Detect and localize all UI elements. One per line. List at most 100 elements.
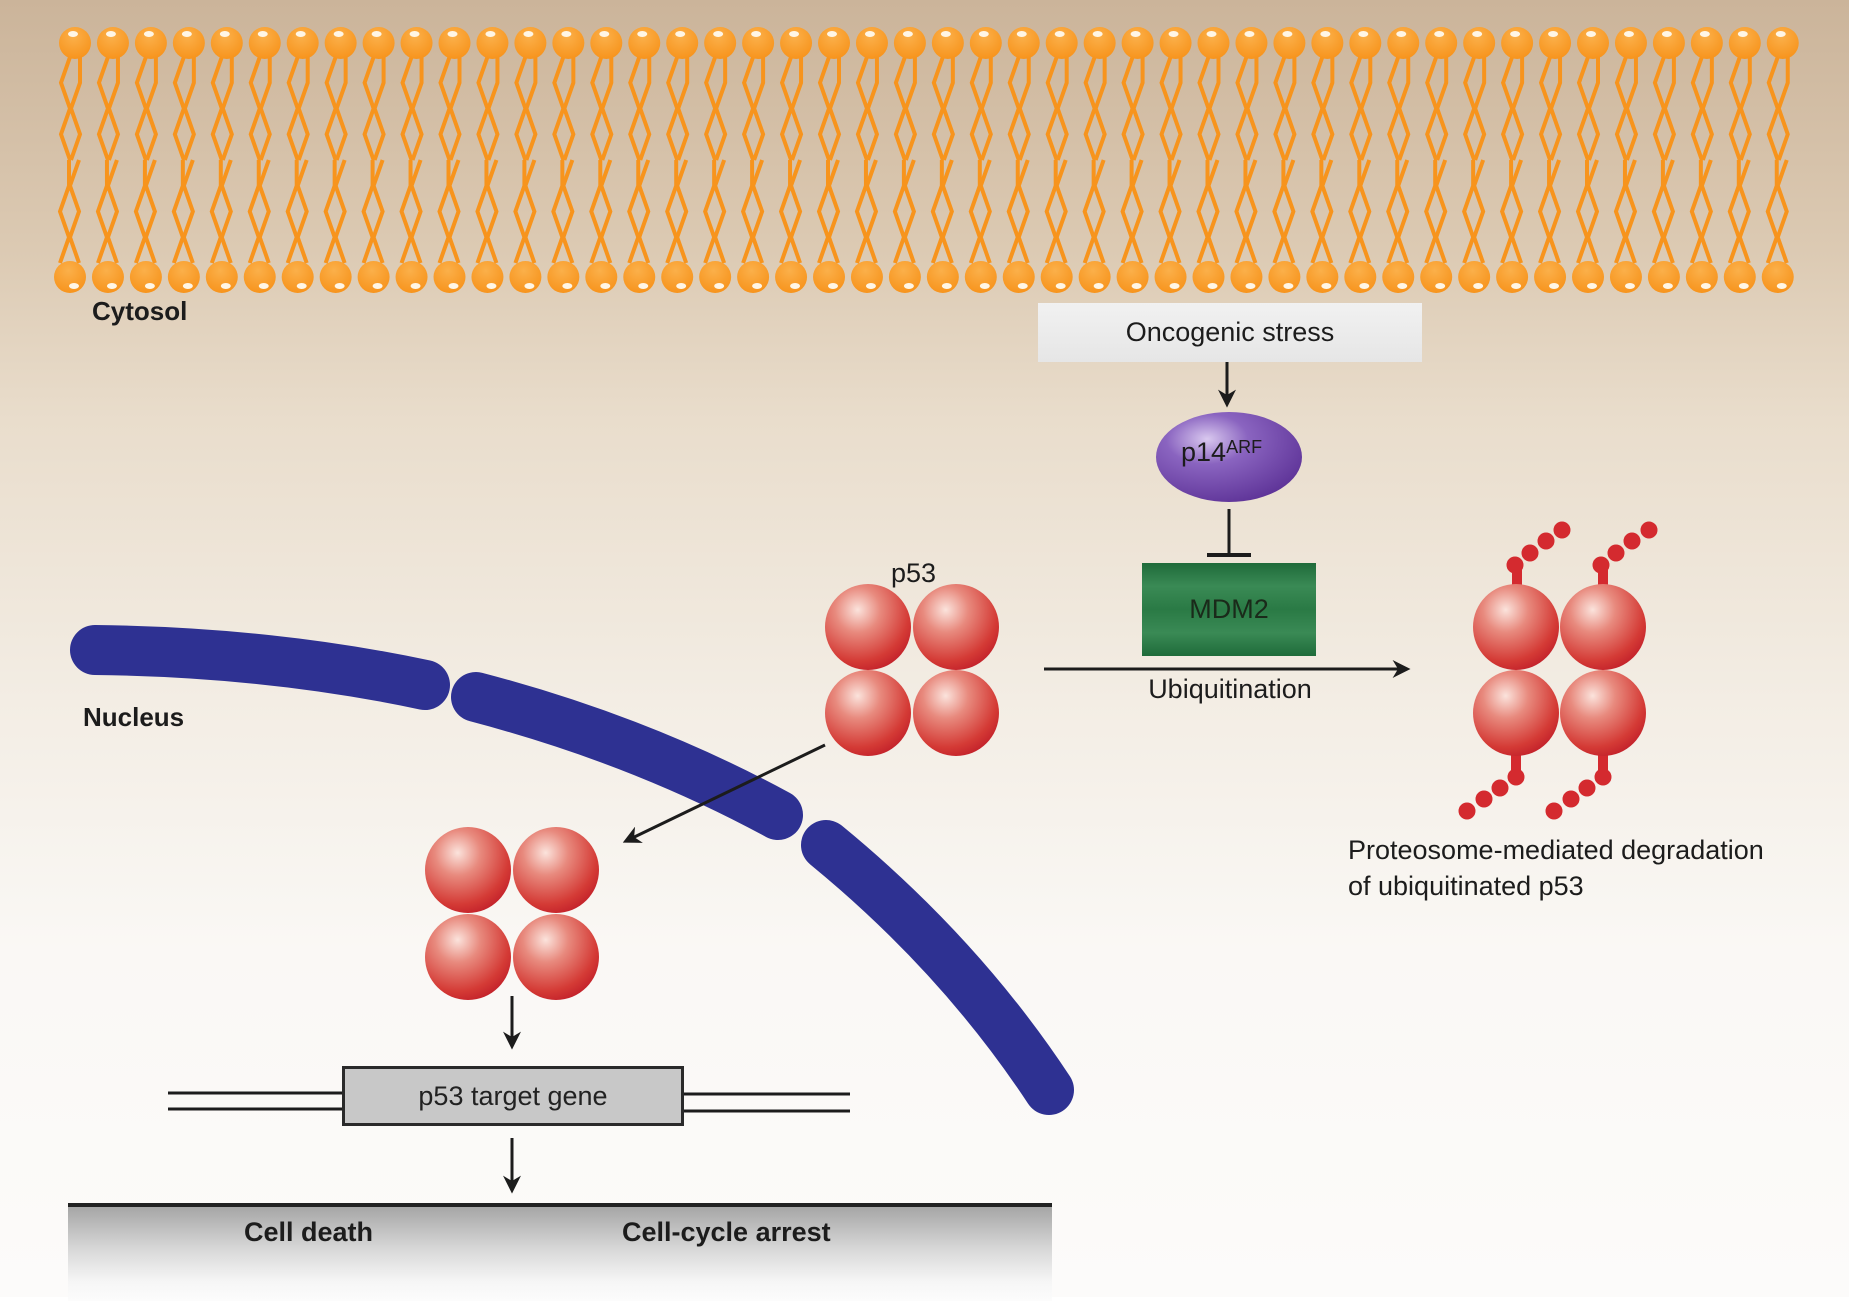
lipid-head-outer <box>210 27 243 59</box>
lipid-head-outer <box>1311 27 1344 59</box>
p53-subunit <box>513 914 599 1000</box>
plasma-membrane <box>54 27 1799 293</box>
lipid-head-inner <box>585 261 618 293</box>
lipid-head-inner <box>54 261 86 293</box>
proteosome-label-line1: Proteosome-mediated degradation <box>1348 835 1764 865</box>
p53-tetramer-nucleus <box>425 827 599 1000</box>
lipid-head-outer <box>1349 27 1382 59</box>
lipid-head-inner <box>737 261 770 293</box>
p14arf-protein <box>1156 412 1302 502</box>
nuclear-envelope-segment-1 <box>70 625 450 710</box>
lipid-head-inner <box>547 261 580 293</box>
lipid-head-outer <box>893 27 926 59</box>
oncogenic-stress-label: Oncogenic stress <box>1125 317 1335 347</box>
lipid-head-outer <box>552 27 585 59</box>
lipid-head-inner <box>281 261 314 293</box>
phospholipid <box>1458 27 1496 293</box>
p53-translocation-arrow <box>622 743 826 843</box>
lipid-head-outer <box>1501 27 1534 59</box>
outcome-band <box>68 1203 1052 1301</box>
phospholipid <box>357 27 395 293</box>
lipid-head-inner <box>926 261 959 293</box>
mdm2-box: MDM2 <box>1142 563 1316 656</box>
lipid-head-outer <box>1577 27 1609 59</box>
lipid-head-inner <box>1344 261 1377 293</box>
lipid-head-inner <box>1116 261 1149 293</box>
lipid-head-inner <box>1230 261 1263 293</box>
phospholipid <box>888 27 926 293</box>
phospholipid <box>433 27 471 293</box>
proteosome-label-line2: of ubiquitinated p53 <box>1348 871 1584 901</box>
lipid-head-inner <box>433 261 466 293</box>
phospholipid <box>661 27 699 293</box>
lipid-head-inner <box>661 261 694 293</box>
lipid-head-outer <box>59 27 91 59</box>
phospholipid <box>167 27 205 293</box>
phospholipid <box>964 27 1002 293</box>
lipid-head-outer <box>96 27 129 59</box>
phospholipid <box>319 27 357 293</box>
lipid-head-outer <box>362 27 395 59</box>
phospholipid <box>91 27 129 293</box>
phospholipid <box>1192 27 1230 293</box>
lipid-head-inner <box>1268 261 1301 293</box>
lipid-head-inner <box>509 261 542 293</box>
ubiquitin-chain <box>1458 521 1658 820</box>
lipid-head-inner <box>1154 261 1187 293</box>
phospholipid <box>1154 27 1192 293</box>
lipid-head-outer <box>590 27 623 59</box>
lipid-head-outer <box>1121 27 1154 59</box>
phospholipid <box>1761 27 1799 293</box>
lipid-head-inner <box>1572 261 1604 293</box>
lipid-head-inner <box>850 261 883 293</box>
phospholipid <box>509 27 547 293</box>
nuclear-envelope-segment-2 <box>451 672 803 840</box>
lipid-head-inner <box>471 261 504 293</box>
lipid-head-outer <box>134 27 167 59</box>
lipid-head-outer <box>400 27 433 59</box>
lipid-head-inner <box>167 261 200 293</box>
lipid-head-outer <box>818 27 850 59</box>
phospholipid <box>1382 27 1420 293</box>
p53-subunit <box>825 670 911 756</box>
p53-subunit <box>1473 670 1559 756</box>
p53-subunit <box>1560 584 1646 670</box>
phospholipid <box>1344 27 1382 293</box>
mdm2-label: MDM2 <box>1189 594 1269 624</box>
lipid-head-outer <box>628 27 661 59</box>
lipid-head-inner <box>395 261 428 293</box>
lipid-head-outer <box>438 27 471 59</box>
phospholipid <box>547 27 585 293</box>
lipid-head-outer <box>704 27 737 59</box>
lipid-head-outer <box>476 27 509 59</box>
phospholipid <box>623 27 661 293</box>
nuclear-envelope <box>70 625 1074 1115</box>
lipid-head-outer <box>666 27 699 59</box>
nuclear-envelope-segment-3 <box>801 820 1074 1115</box>
lipid-head-inner <box>1534 261 1567 293</box>
p53-subunit <box>425 827 511 913</box>
phospholipid <box>1647 27 1685 293</box>
phospholipid <box>699 27 737 293</box>
lipid-head-outer <box>1690 27 1723 59</box>
phospholipid <box>813 27 850 293</box>
p53-subunit <box>513 827 599 913</box>
lipid-head-inner <box>813 261 845 293</box>
lipid-head-outer <box>1463 27 1496 59</box>
phospholipid <box>1420 27 1458 293</box>
lipid-head-inner <box>623 261 656 293</box>
lipid-head-outer <box>1235 27 1268 59</box>
lipid-head-outer <box>286 27 319 59</box>
p53-subunit <box>913 584 999 670</box>
lipid-head-outer <box>1007 27 1040 59</box>
lipid-head-outer <box>969 27 1002 59</box>
p53-label: p53 <box>891 558 937 588</box>
lipid-head-outer <box>742 27 775 59</box>
lipid-head-outer <box>1728 27 1761 59</box>
lipid-head-outer <box>931 27 964 59</box>
target-gene-label: p53 target gene <box>418 1080 608 1111</box>
ubiquitinated-p53 <box>1458 521 1658 820</box>
lipid-head-inner <box>1078 261 1111 293</box>
proteosome-label: Proteosome-mediated degradation of ubiqu… <box>1348 832 1764 904</box>
